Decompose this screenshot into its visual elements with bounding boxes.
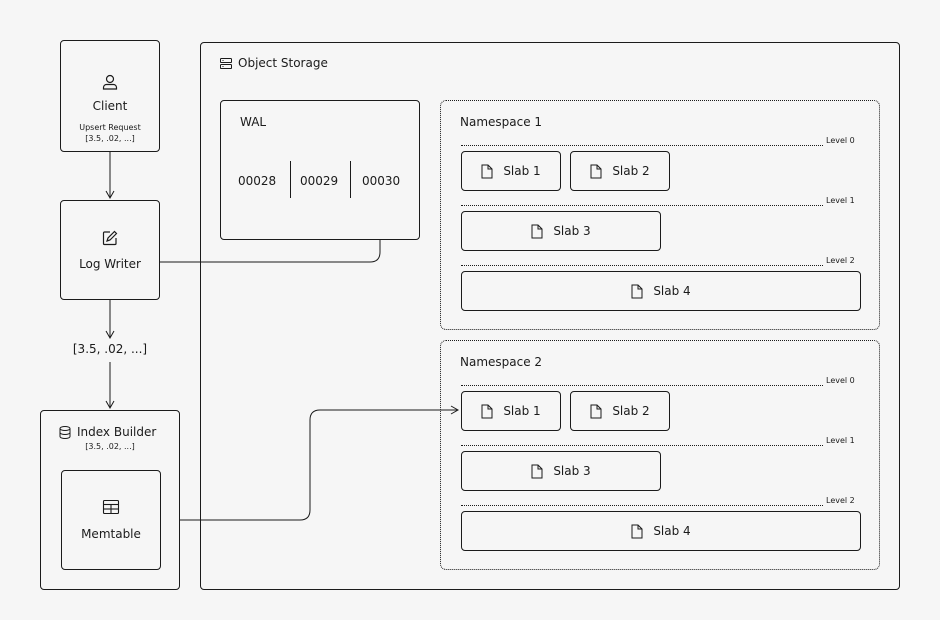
level-label: Level 0 (826, 136, 855, 145)
object-storage-label: Object Storage (238, 56, 328, 70)
index-builder-label: Index Builder (77, 425, 157, 439)
level-separator (461, 445, 823, 446)
index-builder-value: [3.5, .02, ...] (85, 442, 135, 451)
wal-divider (350, 161, 351, 198)
upsert-request-title: Upsert Request (79, 123, 141, 132)
level-label: Level 2 (826, 496, 855, 505)
level-separator (461, 145, 823, 146)
index-builder-node: Index Builder [3.5, .02, ...] Memtable (40, 410, 180, 590)
level-separator (461, 265, 823, 266)
document-icon (631, 524, 643, 539)
log-writer-label: Log Writer (79, 257, 141, 271)
wal-entry: 00029 (300, 174, 339, 188)
slab: Slab 1 (461, 151, 561, 191)
server-icon (220, 57, 232, 69)
wal-entry: 00028 (238, 174, 277, 188)
document-icon (531, 224, 543, 239)
slab: Slab 4 (461, 271, 861, 311)
namespace-2: Namespace 2 Level 0 Slab 1 Slab 2 Level … (440, 340, 880, 570)
document-icon (590, 404, 602, 419)
upsert-request-value: [3.5, .02, ...] (85, 134, 135, 143)
document-icon (631, 284, 643, 299)
slab-label: Slab 1 (503, 164, 541, 178)
document-icon (481, 164, 493, 179)
arrow-logwriter-to-wal (160, 200, 385, 263)
slab: Slab 3 (461, 211, 661, 251)
slab-label: Slab 1 (503, 404, 541, 418)
wal-entry: 00030 (362, 174, 401, 188)
level-label: Level 0 (826, 376, 855, 385)
wal-divider (290, 161, 291, 198)
client-node: Client Upsert Request [3.5, .02, ...] (60, 40, 160, 152)
level-separator (461, 505, 823, 506)
level-label: Level 1 (826, 196, 855, 205)
level-label: Level 1 (826, 436, 855, 445)
wal-box: WAL 00028 00029 00030 (220, 100, 420, 240)
database-icon (59, 425, 71, 439)
user-icon (101, 73, 119, 91)
slab-label: Slab 4 (653, 284, 691, 298)
memtable-node: Memtable (61, 470, 161, 570)
namespace-label: Namespace 2 (460, 355, 543, 369)
slab-label: Slab 2 (612, 164, 650, 178)
log-writer-node: Log Writer (60, 200, 160, 300)
arrow-memtable-to-namespace2 (162, 405, 460, 521)
slab-label: Slab 2 (612, 404, 650, 418)
level-label: Level 2 (826, 256, 855, 265)
slab: Slab 4 (461, 511, 861, 551)
level-separator (461, 205, 823, 206)
slab: Slab 2 (570, 391, 670, 431)
namespace-label: Namespace 1 (460, 115, 543, 129)
slab: Slab 1 (461, 391, 561, 431)
slab-label: Slab 4 (653, 524, 691, 538)
slab: Slab 2 (570, 151, 670, 191)
client-label: Client (92, 99, 128, 113)
document-icon (481, 404, 493, 419)
wal-label: WAL (240, 115, 267, 129)
document-icon (590, 164, 602, 179)
object-storage-container: Object Storage (200, 42, 900, 590)
slab-label: Slab 3 (553, 464, 591, 478)
level-separator (461, 385, 823, 386)
namespace-1: Namespace 1 Level 0 Slab 1 Slab 2 Level … (440, 100, 880, 330)
edit-icon (101, 229, 119, 247)
document-icon (531, 464, 543, 479)
slab-label: Slab 3 (553, 224, 591, 238)
vector-label: [3.5, .02, ...] (60, 342, 160, 356)
memtable-label: Memtable (81, 527, 141, 541)
slab: Slab 3 (461, 451, 661, 491)
table-icon (102, 499, 120, 515)
